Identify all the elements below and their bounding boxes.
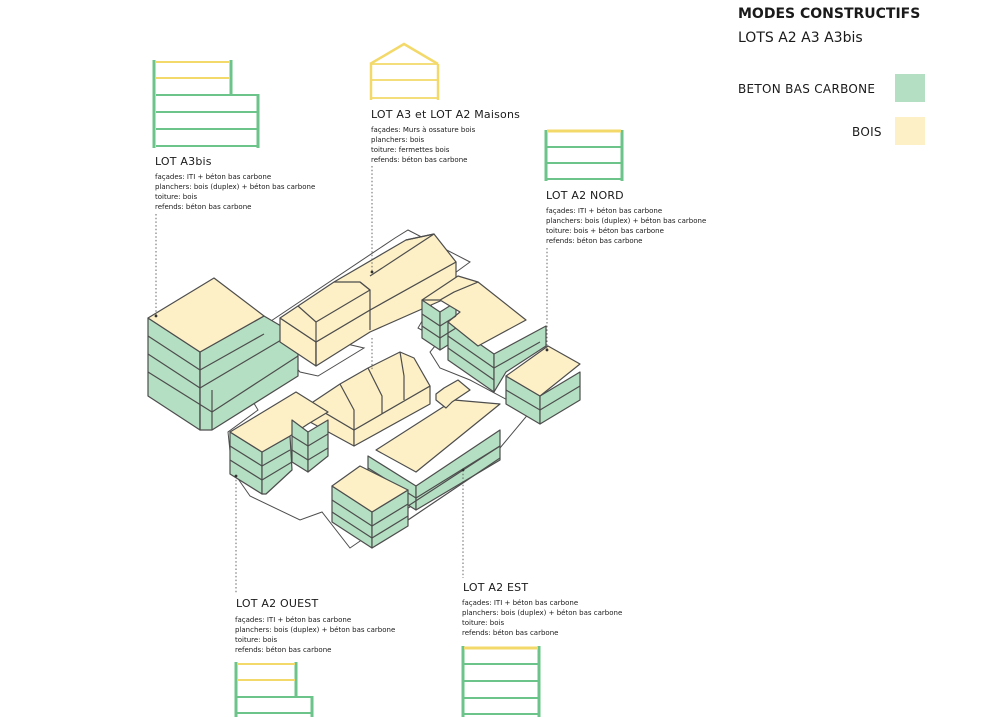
note-line: toiture: bois + béton bas carbone bbox=[546, 227, 664, 235]
block-maisons-middle bbox=[309, 351, 431, 447]
note-line: refends: béton bas carbone bbox=[235, 646, 332, 654]
note-line: planchers: bois (duplex) + béton bas car… bbox=[462, 609, 623, 617]
note-line: planchers: bois (duplex) + béton bas car… bbox=[546, 217, 707, 225]
lot-a3bis-title: LOT A3bis bbox=[155, 155, 212, 168]
lot-a2-ouest-title: LOT A2 OUEST bbox=[236, 597, 319, 610]
section-icon-a2-est bbox=[461, 646, 541, 717]
note-line: toiture: fermettes bois bbox=[371, 146, 450, 154]
legend-label-bois: BOIS bbox=[852, 125, 882, 139]
note-line: façades: Murs à ossature bois bbox=[371, 126, 476, 134]
lot-a2-ouest-notes: façades: ITI + béton bas carbone planche… bbox=[235, 615, 395, 655]
note-line: planchers: bois (duplex) + béton bas car… bbox=[235, 626, 396, 634]
note-line: refends: béton bas carbone bbox=[462, 629, 559, 637]
lot-a2-nord-title: LOT A2 NORD bbox=[546, 189, 624, 202]
legend-swatch-beton bbox=[895, 74, 925, 102]
block-a2-nord bbox=[421, 275, 581, 425]
section-icon-maisons bbox=[369, 42, 440, 100]
page-title: MODES CONSTRUCTIFS bbox=[738, 6, 921, 22]
lot-a2-nord-notes: façades: ITI + béton bas carbone planche… bbox=[546, 206, 706, 246]
note-line: toiture: bois bbox=[155, 193, 198, 201]
note-line: façades: ITI + béton bas carbone bbox=[546, 207, 663, 215]
block-a3bis bbox=[147, 277, 299, 431]
section-icon-a3bis bbox=[152, 60, 260, 148]
section-icon-a2-ouest bbox=[234, 662, 314, 717]
note-line: planchers: bois bbox=[371, 136, 425, 144]
note-line: refends: béton bas carbone bbox=[546, 237, 643, 245]
note-line: refends: béton bas carbone bbox=[155, 203, 252, 211]
page-subtitle: LOTS A2 A3 A3bis bbox=[738, 30, 863, 46]
note-line: toiture: bois bbox=[462, 619, 505, 627]
leader-lines bbox=[155, 166, 548, 594]
note-line: toiture: bois bbox=[235, 636, 278, 644]
note-line: planchers: bois (duplex) + béton bas car… bbox=[155, 183, 316, 191]
lot-a2-est-title: LOT A2 EST bbox=[463, 581, 529, 594]
note-line: refends: béton bas carbone bbox=[371, 156, 468, 164]
lot-maisons-notes: façades: Murs à ossature bois planchers:… bbox=[371, 125, 475, 165]
lot-a2-est-notes: façades: ITI + béton bas carbone planche… bbox=[462, 598, 622, 638]
block-a2-ouest bbox=[229, 391, 329, 495]
note-line: façades: ITI + béton bas carbone bbox=[235, 616, 352, 624]
block-a2-est bbox=[331, 379, 501, 549]
lot-a3bis-notes: façades: ITI + béton bas carbone planche… bbox=[155, 172, 315, 212]
leader-dots bbox=[154, 270, 549, 478]
block-maisons-north bbox=[279, 233, 457, 367]
legend-label-beton: BETON BAS CARBONE bbox=[738, 82, 876, 96]
legend-swatch-bois bbox=[895, 117, 925, 145]
section-icon-a2-nord bbox=[544, 129, 624, 181]
note-line: façades: ITI + béton bas carbone bbox=[155, 173, 272, 181]
lot-maisons-title: LOT A3 et LOT A2 Maisons bbox=[371, 108, 521, 121]
note-line: façades: ITI + béton bas carbone bbox=[462, 599, 579, 607]
